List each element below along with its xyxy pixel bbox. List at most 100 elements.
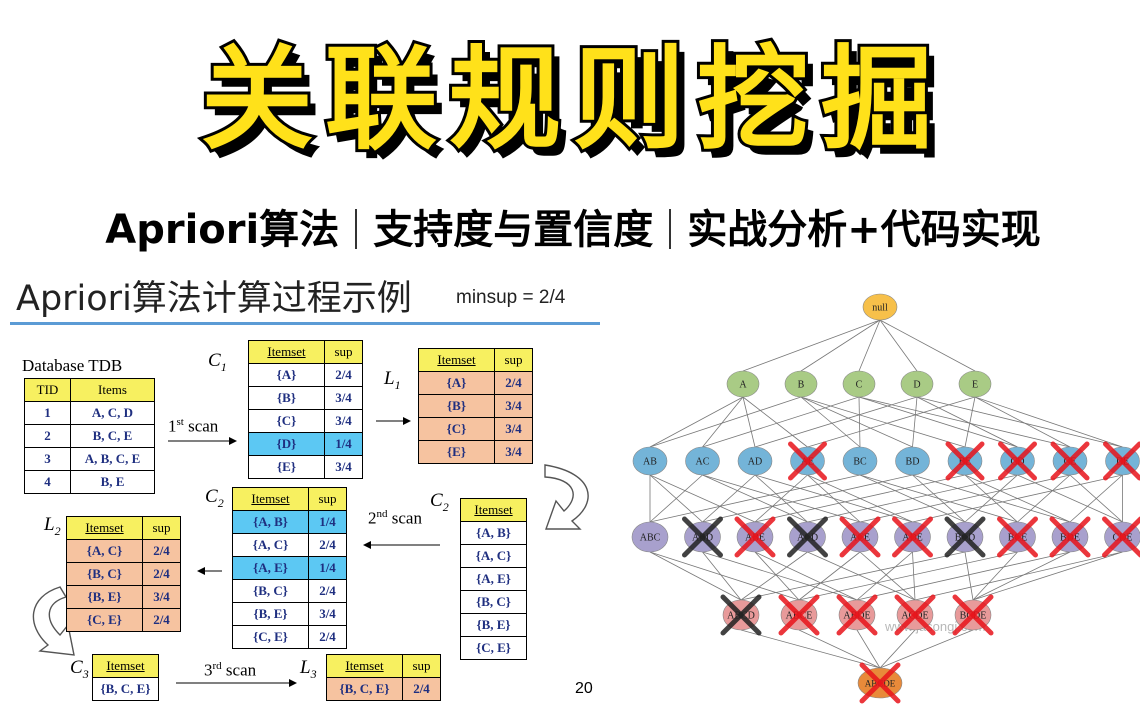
table-row: {B, E}3/4: [66, 585, 181, 609]
table-row: {B, E}3/4: [232, 602, 347, 626]
table-row: {C}3/4: [248, 409, 363, 433]
lattice-edge: [740, 551, 808, 601]
node-label: C: [856, 380, 863, 391]
lattice-node-bc: BC: [842, 446, 878, 476]
lattice-node-a: A: [726, 370, 760, 398]
table-cell: {E}: [418, 440, 495, 464]
table-cell: B, E: [70, 470, 155, 494]
lattice-edge: [858, 396, 1071, 448]
table-row: {A, B}: [460, 521, 527, 545]
cross-mark: [734, 516, 776, 558]
lattice-edge: [807, 474, 1018, 523]
tdb-caption: Database TDB: [22, 356, 123, 375]
table-cell: 2/4: [494, 371, 533, 395]
lattice-node-abce: ABCE: [778, 594, 820, 636]
node-ellipse: [737, 446, 773, 476]
table-row: {A}2/4: [248, 363, 363, 387]
lattice-node-b: B: [784, 370, 818, 398]
table-cell: sup: [402, 654, 441, 678]
table-cell: {A, E}: [232, 556, 309, 580]
page-number: 20: [575, 680, 593, 697]
table-cell: {B, C}: [460, 590, 527, 614]
lattice-edge: [916, 396, 1123, 448]
cross-mark: [836, 594, 878, 636]
table-cell: {B, E}: [232, 602, 309, 626]
table-cell: 3/4: [324, 386, 363, 410]
table-row: {B, C, E}2/4: [326, 677, 441, 701]
table-row: {A, C}2/4: [66, 539, 181, 563]
lattice-edge: [649, 551, 800, 601]
table-cell: {B}: [418, 394, 495, 418]
lattice-edge: [702, 551, 742, 601]
table-cell: Itemset: [66, 516, 143, 540]
node-label: AD: [748, 457, 762, 468]
node-label: D: [913, 380, 920, 391]
lattice-edge: [859, 474, 1071, 523]
lattice-edge: [742, 319, 881, 372]
table-cell: Itemset: [326, 654, 403, 678]
lattice-edge: [807, 551, 916, 601]
table-cell: sup: [494, 348, 533, 372]
label-c2-right: C2: [430, 490, 449, 514]
slide-arrows: [32, 417, 589, 687]
lattice-edge: [1069, 474, 1123, 523]
lattice-edge: [649, 474, 756, 523]
lattice-edge: [800, 396, 966, 448]
lattice-node-c: C: [842, 370, 876, 398]
label-l2: L2: [44, 514, 61, 538]
header-cell: Items: [70, 378, 155, 402]
table-cell: {B, E}: [66, 585, 143, 609]
lattice-edge: [702, 551, 858, 601]
scan-2-label: 2nd scan: [368, 508, 422, 528]
lattice-node-acde: ACDE: [894, 594, 936, 636]
table-cell: {A, E}: [460, 567, 527, 591]
lattice-node-be: BE: [945, 441, 985, 481]
cross-mark: [1049, 516, 1091, 558]
cross-mark: [944, 516, 986, 558]
table-cell: 3/4: [494, 440, 533, 464]
lattice-edge: [798, 551, 861, 601]
table-row: {B, C}2/4: [66, 562, 181, 586]
cross-mark: [892, 516, 933, 558]
lattice-node-ce: CE: [1050, 441, 1090, 481]
lattice-node-bce: BCE: [997, 516, 1038, 558]
lattice-edge: [974, 396, 1123, 448]
lattice-edges: [649, 319, 1123, 669]
table-row: {C}3/4: [418, 417, 533, 441]
node-ellipse: [685, 446, 720, 476]
table-cell: 3/4: [308, 602, 347, 626]
table-row: {A, C}2/4: [232, 533, 347, 557]
label-c1: C1: [208, 350, 227, 374]
node-ellipse: [958, 370, 992, 398]
table-cell: 1/4: [324, 432, 363, 456]
lattice-edge: [856, 551, 1071, 601]
lattice-edge: [964, 474, 1018, 523]
table-row: {B, E}: [460, 613, 527, 637]
table-header-row: Itemset: [92, 654, 159, 678]
lattice-node-bd: BD: [895, 446, 930, 476]
subtitle-part-2: 支持度与置信度: [373, 207, 654, 253]
table-cell: {C}: [248, 409, 325, 433]
slide-title-rule: [10, 322, 600, 325]
cross-mark: [1103, 441, 1140, 481]
table-cell: Itemset: [232, 487, 309, 511]
lattice-edge: [912, 474, 1123, 523]
cross-mark: [1102, 516, 1140, 558]
lattice-node-null: null: [862, 293, 898, 321]
node-ellipse: [632, 446, 668, 476]
table-cell: sup: [142, 516, 181, 540]
lattice-edge: [740, 551, 966, 601]
lattice-edge: [972, 551, 1123, 601]
subtitle: Apriori算法支持度与置信度实战分析+代码实现: [0, 200, 1146, 260]
label-l1: L1: [384, 368, 401, 392]
minsup-label: minsup = 2/4: [456, 287, 566, 308]
node-label: BD: [906, 457, 920, 468]
table-cell: sup: [324, 340, 363, 364]
lattice-node-cd: CD: [998, 441, 1037, 481]
